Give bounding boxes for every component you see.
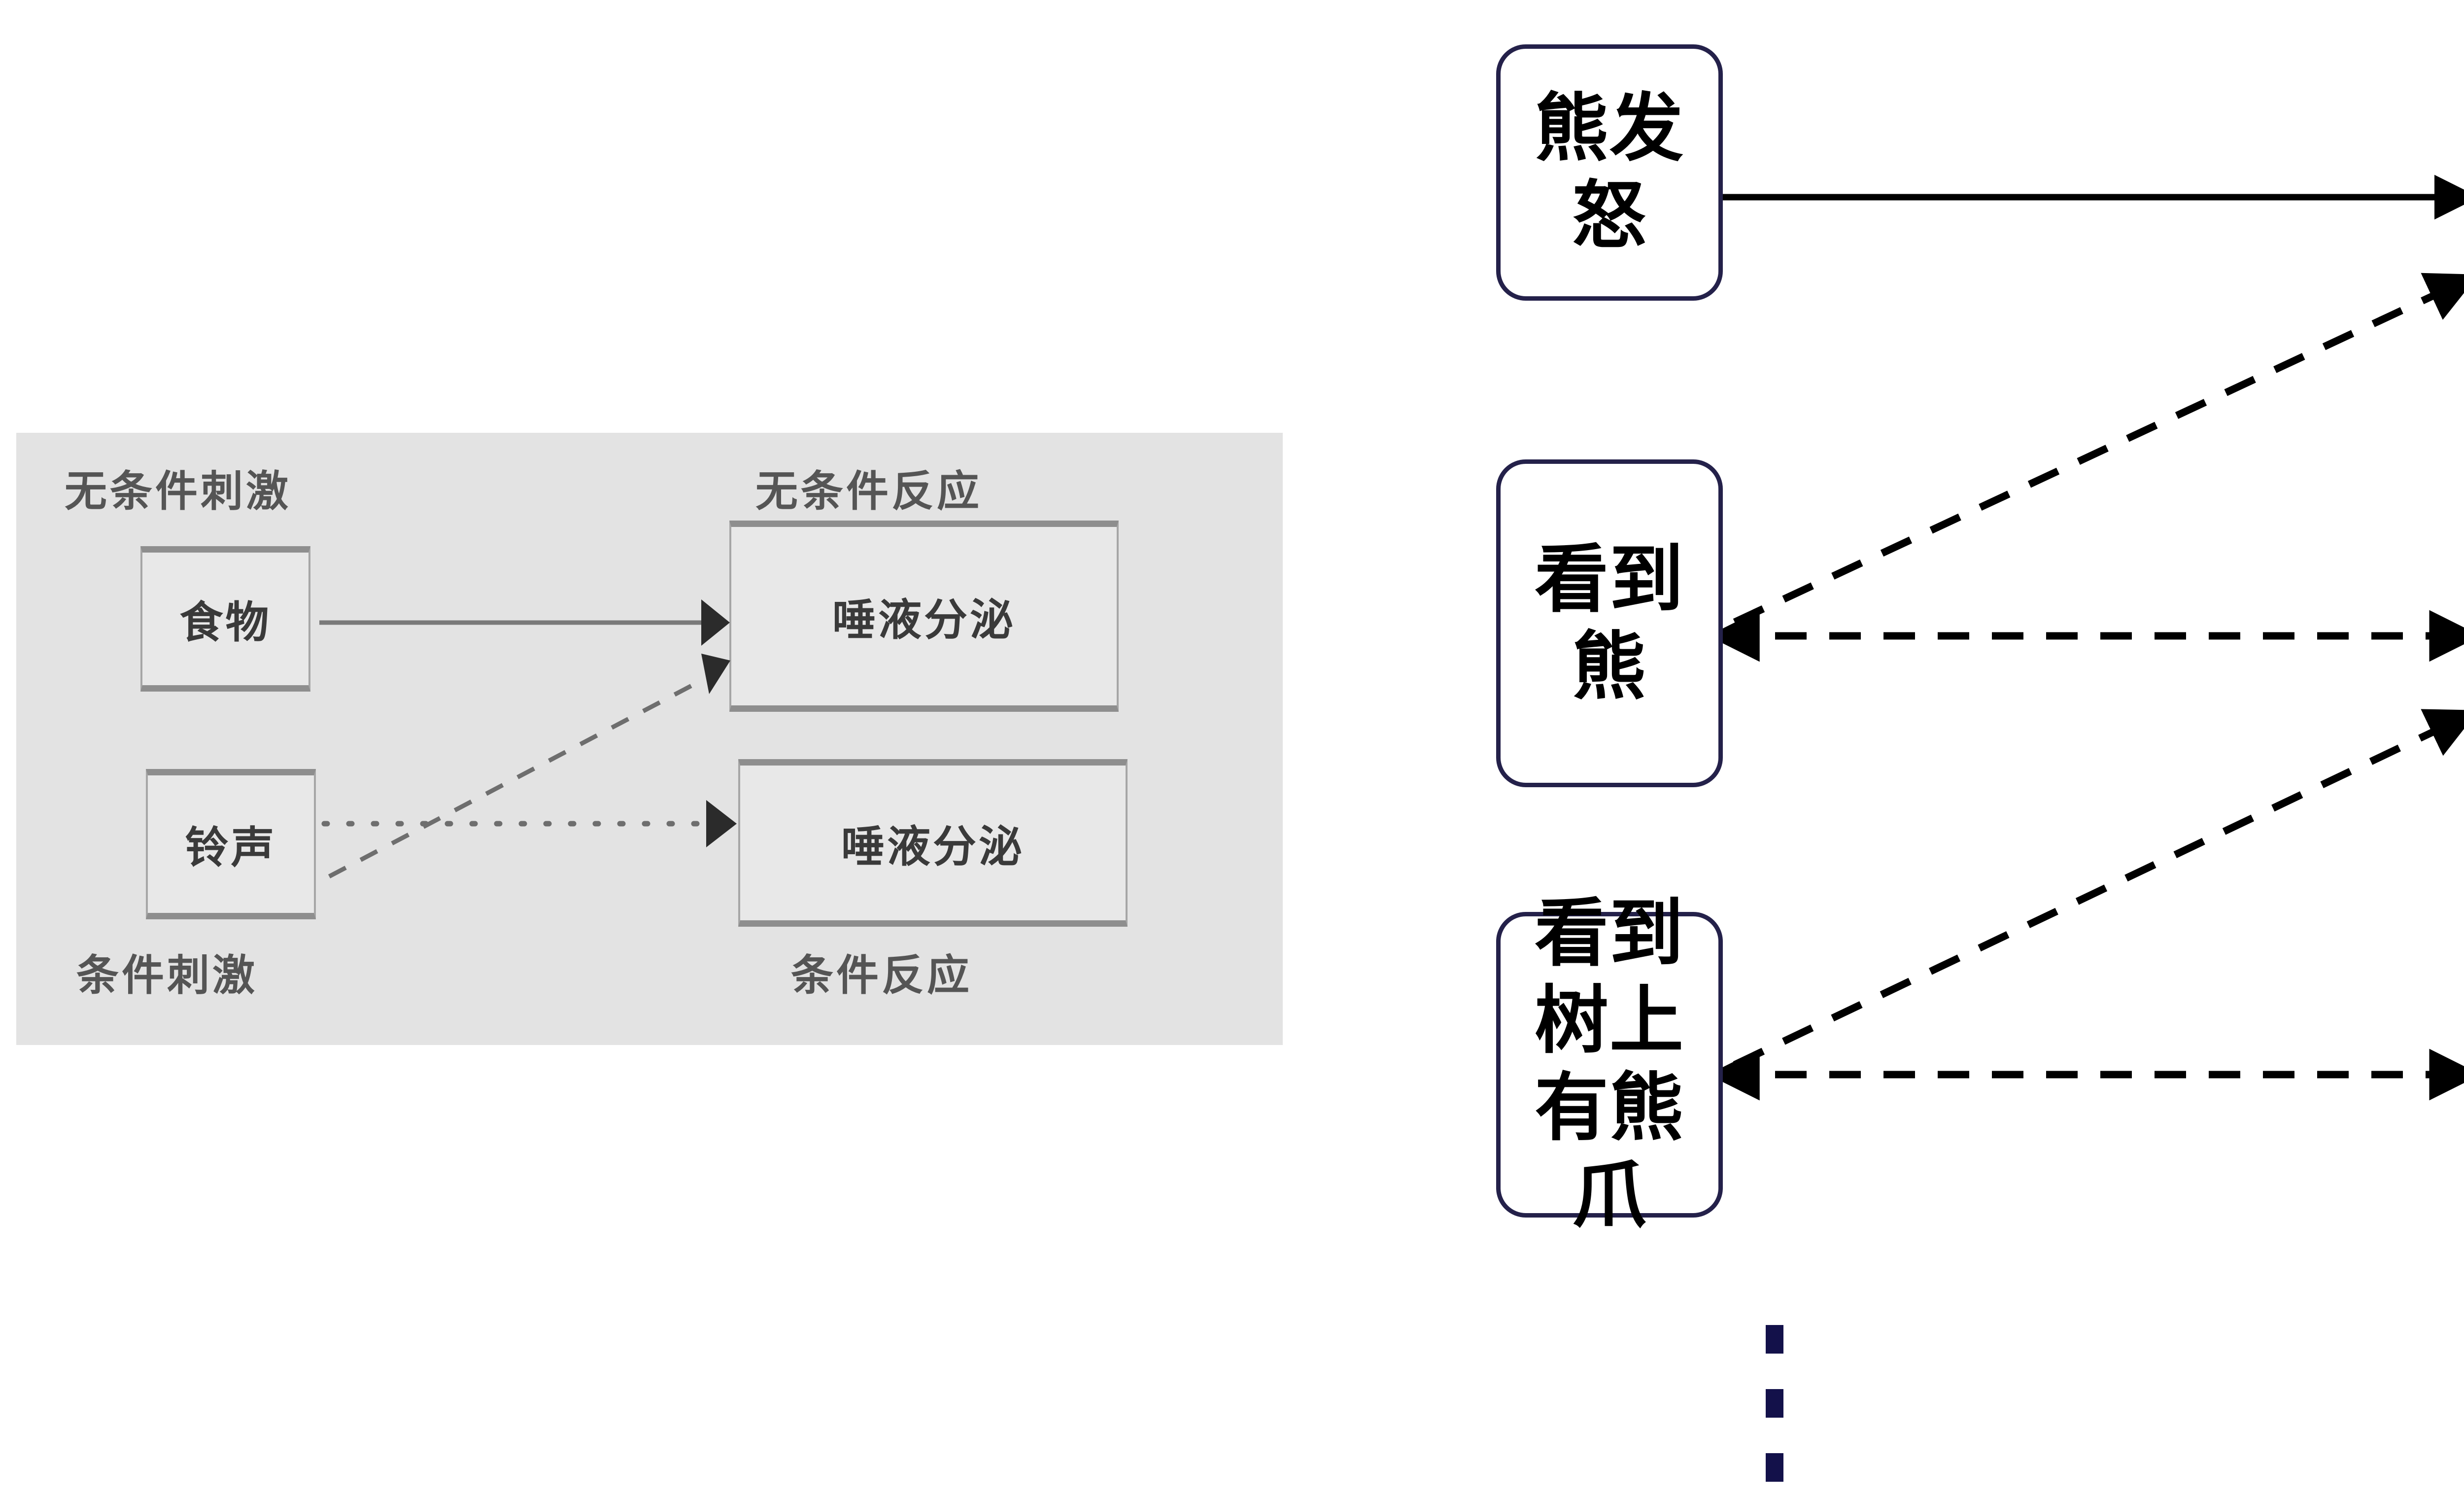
box-see-bear-label: 看到熊 bbox=[1534, 536, 1684, 710]
arrow-bell-to-salivation-top-head bbox=[701, 654, 730, 694]
arrow-bell-to-salivation-top-line bbox=[328, 677, 705, 878]
box-salivation-unconditioned: 唾液分泌 bbox=[729, 521, 1119, 712]
ellipsis-dot bbox=[1766, 1389, 1783, 1418]
box-bear-angry[interactable]: 熊发怒 bbox=[1496, 44, 1723, 301]
arrow-food-to-salivation-head bbox=[701, 599, 730, 646]
arrow-see-bear-to-reward bbox=[1733, 273, 2464, 626]
ellipsis-dot bbox=[1766, 1453, 1783, 1482]
box-salivation-conditioned-label: 唾液分泌 bbox=[841, 821, 1025, 872]
label-unconditioned-response: 无条件反应 bbox=[755, 467, 982, 516]
box-bell-label: 铃声 bbox=[185, 822, 277, 873]
box-salivation-conditioned: 唾液分泌 bbox=[738, 759, 1128, 927]
box-food-label: 食物 bbox=[179, 597, 272, 648]
box-salivation-unconditioned-label: 唾液分泌 bbox=[832, 594, 1016, 645]
box-see-claw-marks[interactable]: 看到树上 有熊爪 bbox=[1496, 891, 1723, 1238]
box-see-claw-marks-label: 看到树上 有熊爪 bbox=[1501, 890, 1718, 1239]
arrow-bell-to-salivation-bottom-head bbox=[706, 800, 737, 847]
label-conditioned-stimulus: 条件刺激 bbox=[76, 951, 258, 1000]
ellipsis-left-column bbox=[1766, 1282, 1795, 1499]
box-bear-angry-label: 熊发怒 bbox=[1534, 86, 1684, 259]
ellipsis-dot bbox=[1766, 1325, 1783, 1354]
label-conditioned-response: 条件反应 bbox=[791, 951, 972, 1000]
box-food: 食物 bbox=[140, 546, 310, 692]
box-bell: 铃声 bbox=[146, 769, 316, 919]
classical-conditioning-panel: 无条件刺激 无条件反应 条件刺激 条件反应 食物 唾液分泌 铃声 唾液分泌 bbox=[16, 433, 1283, 1045]
arrow-see-claw-to-value-next bbox=[1733, 709, 2464, 1068]
box-see-claw-marks-line2: 有熊爪 bbox=[1534, 1065, 1684, 1238]
classical-conditioning-arrows bbox=[319, 599, 737, 878]
label-unconditioned-stimulus: 无条件刺激 bbox=[65, 467, 291, 516]
box-see-bear[interactable]: 看到熊 bbox=[1496, 459, 1723, 787]
box-see-claw-marks-line1: 看到树上 bbox=[1534, 891, 1684, 1064]
